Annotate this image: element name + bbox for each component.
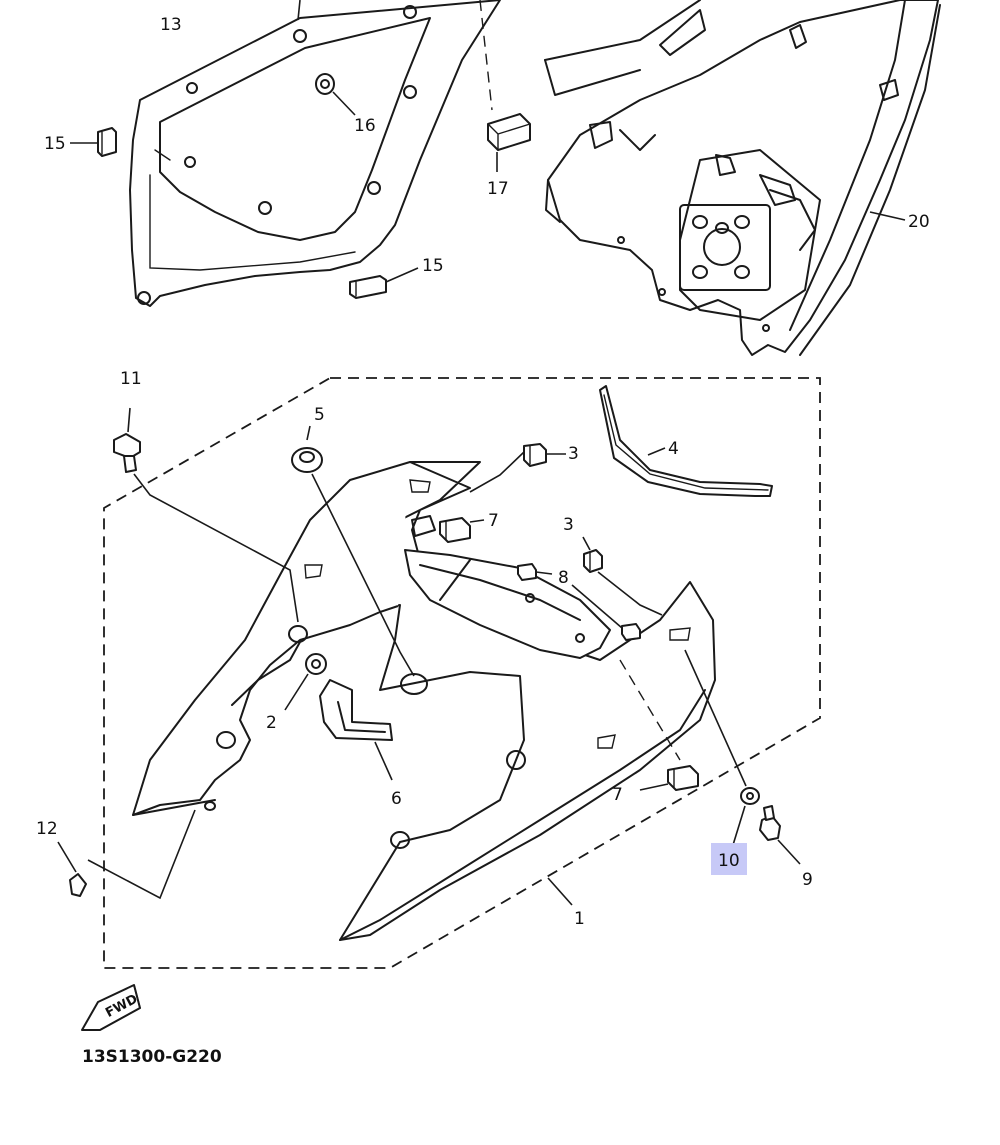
callout-2: 2 — [266, 713, 277, 733]
callout-15-lower: 15 — [422, 256, 444, 276]
damper-7-top — [439, 517, 485, 543]
bolt-11 — [113, 407, 299, 623]
callout-7-top: 7 — [488, 511, 499, 531]
callout-9: 9 — [802, 870, 813, 890]
inner-bracket — [404, 515, 611, 659]
callout-3-top: 3 — [568, 444, 579, 464]
callout-8: 8 — [558, 568, 569, 588]
damper-15-left — [70, 127, 117, 157]
grommet-2 — [284, 653, 327, 711]
callout-20: 20 — [908, 212, 930, 232]
callout-6: 6 — [391, 789, 402, 809]
callout-3-right: 3 — [563, 515, 574, 535]
grommet-5 — [291, 425, 415, 677]
seat-frame-13 — [129, 0, 501, 307]
bolt-9 — [759, 805, 801, 865]
callout-10: 10 — [718, 851, 740, 871]
damper-7-bottom — [619, 659, 699, 791]
callout-17: 17 — [487, 179, 509, 199]
callout-4: 4 — [668, 439, 679, 459]
drawing-code: 13S1300-G220 — [82, 1047, 222, 1067]
callout-7-bottom: 7 — [612, 785, 623, 805]
callout-1: 1 — [574, 909, 585, 929]
callout-13: 13 — [160, 15, 182, 35]
callout-12: 12 — [36, 819, 58, 839]
tail-cover-20 — [544, 0, 941, 356]
damper-6 — [319, 679, 393, 781]
callout-15-left: 15 — [44, 134, 66, 154]
washer-10 — [684, 649, 760, 846]
damper-15-lower — [349, 267, 419, 299]
nut-3-top — [469, 443, 566, 493]
bolt-12 — [57, 809, 196, 900]
fwd-arrow-icon: FWD — [81, 984, 141, 1031]
callout-16: 16 — [354, 116, 376, 136]
clip-8-upper — [517, 563, 553, 581]
nut-3-right — [582, 536, 663, 616]
callout-5: 5 — [314, 405, 325, 425]
callout-highlight — [711, 843, 747, 875]
grommet-16 — [315, 73, 356, 116]
clip-8-lower — [571, 584, 641, 641]
side-cover-1 — [132, 461, 716, 941]
assembly-boundary — [103, 377, 821, 969]
damper-17 — [479, 0, 531, 172]
trim-strip-4 — [599, 385, 773, 497]
callout-11: 11 — [120, 369, 142, 389]
